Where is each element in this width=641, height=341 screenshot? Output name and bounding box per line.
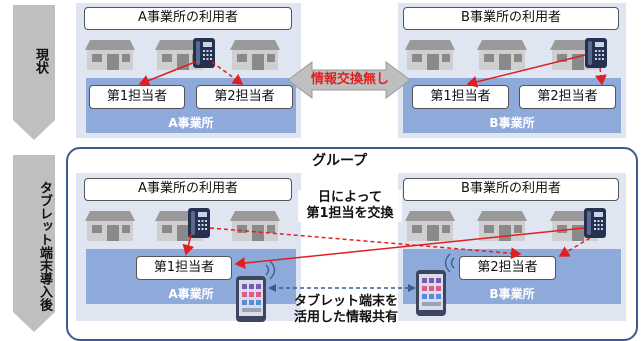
tablet-note: タブレット端末を 活用した情報共有 xyxy=(284,294,408,326)
swap-note: 日によって 第1担当を交換 xyxy=(298,190,402,222)
tablet-note-line2: 活用した情報共有 xyxy=(293,310,398,325)
house-icon xyxy=(85,211,135,241)
no-exchange-arrow xyxy=(287,61,411,99)
house-icon xyxy=(85,40,135,70)
house-icon xyxy=(230,40,280,70)
top-b-users-label: B事業所の利用者 xyxy=(403,7,619,30)
tablet-icon xyxy=(416,270,446,316)
bottom-a-users-label: A事業所の利用者 xyxy=(84,178,292,201)
house-icon xyxy=(230,211,280,241)
swap-note-line2: 第1担当を交換 xyxy=(306,206,394,221)
bottom-office-a-label: A事業所 xyxy=(168,287,214,301)
top-a-users-label: A事業所の利用者 xyxy=(84,7,292,30)
tablet-icon xyxy=(236,276,266,322)
group-title: グループ xyxy=(312,153,368,169)
bottom-b-users-label: B事業所の利用者 xyxy=(403,178,619,201)
top-a-staff-2: 第2担当者 xyxy=(196,85,293,109)
bottom-a-staff-1: 第1担当者 xyxy=(136,256,232,280)
tablet-note-line1: タブレット端末を xyxy=(293,294,398,309)
bottom-office-b-label: B事業所 xyxy=(489,287,535,301)
top-b-staff-2: 第2担当者 xyxy=(519,85,616,109)
phone-icon xyxy=(585,38,607,68)
top-office-b-label: B事業所 xyxy=(489,116,535,130)
bottom-b-staff-2: 第2担当者 xyxy=(459,256,556,280)
top-b-staff-1: 第1担当者 xyxy=(412,85,509,109)
wifi-icon xyxy=(265,253,455,280)
house-icon xyxy=(477,40,527,70)
house-icon xyxy=(405,40,455,70)
top-a-staff-1: 第1担当者 xyxy=(89,85,185,109)
tablet-share-arrow xyxy=(268,284,416,292)
house-icon xyxy=(405,211,455,241)
top-office-a-label: A事業所 xyxy=(168,116,214,130)
side-label-current: 現状 xyxy=(33,48,48,74)
no-exchange-label: 情報交換無し xyxy=(310,72,389,87)
swap-note-line1: 日によって xyxy=(318,190,382,205)
side-label-after: タブレット端末導入後 xyxy=(37,181,52,311)
phone-icon xyxy=(584,208,606,238)
phone-icon xyxy=(193,38,215,68)
